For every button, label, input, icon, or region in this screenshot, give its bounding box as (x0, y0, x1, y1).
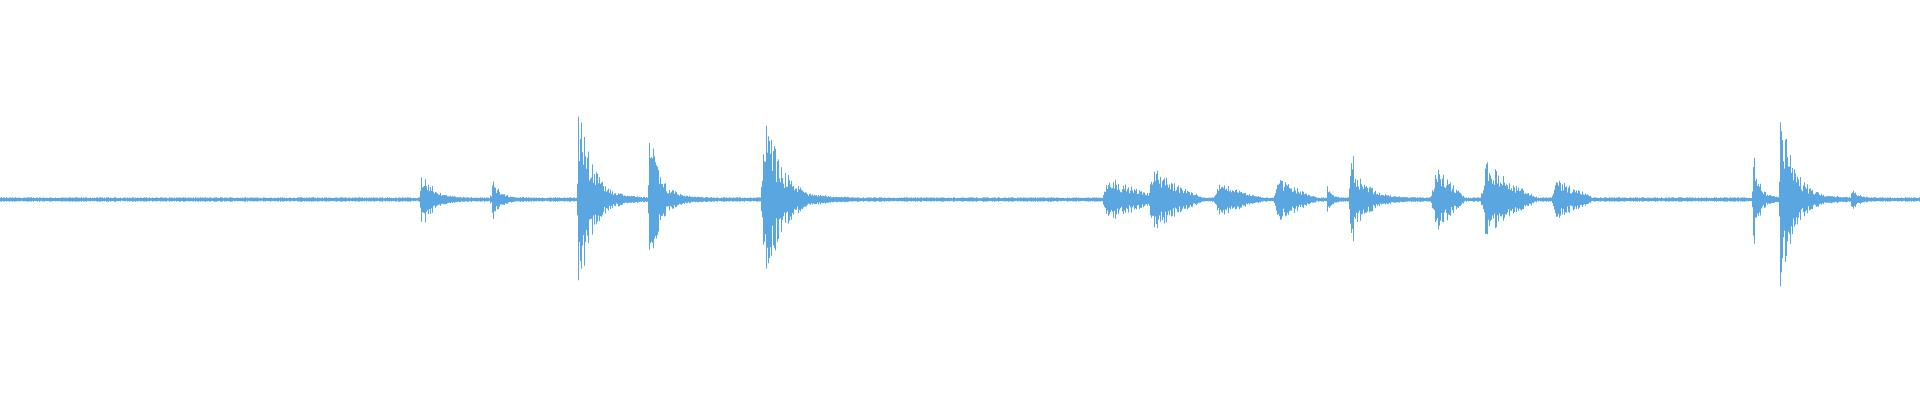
waveform-path (0, 116, 1920, 287)
waveform-peaks (0, 116, 1920, 287)
